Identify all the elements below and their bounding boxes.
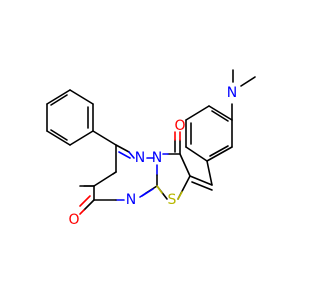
background	[0, 0, 300, 300]
carbon-bonds	[46, 69, 256, 201]
bond	[177, 191, 183, 200]
bond	[206, 160, 213, 186]
bond	[69, 89, 94, 105]
bond	[112, 171, 117, 175]
bond	[179, 153, 191, 177]
atom-label-o-thiazolone: O	[174, 118, 185, 134]
bond	[185, 146, 208, 162]
atom-label-n-triazine-lower: N	[126, 192, 136, 208]
atom-label-n-triazine-upper: N	[135, 150, 145, 166]
molecule-drawing: N N N N O O S	[0, 0, 300, 300]
bond	[240, 76, 256, 87]
atom-label-n-dimethylamino: N	[227, 85, 237, 101]
atom-labels: N N N N O O S	[68, 85, 237, 228]
aromatic-inner-bond	[50, 129, 68, 141]
aromatic-inner-bond	[209, 145, 229, 157]
bond	[185, 105, 210, 121]
bond	[79, 209, 85, 215]
bond	[92, 130, 117, 146]
atom-label-o-triazinone: O	[68, 212, 79, 228]
molecule-structure: N N N N O O S	[0, 0, 300, 300]
double-bond-inner	[191, 181, 213, 191]
bond	[115, 144, 130, 153]
double-bond-inner	[141, 188, 154, 197]
bond	[208, 105, 233, 121]
bond	[46, 89, 71, 105]
hetero-bonds	[79, 131, 183, 215]
bond	[206, 146, 233, 162]
bond	[189, 175, 213, 186]
atom-label-n-triazine-bridge: N	[152, 150, 162, 166]
bond	[83, 199, 95, 211]
double-bond-inner	[118, 151, 131, 159]
double-bond-inner	[79, 195, 91, 207]
bond	[46, 130, 71, 146]
bond	[156, 185, 163, 194]
bond	[69, 130, 94, 146]
atom-label-s-thiazole: S	[168, 192, 177, 208]
bond	[128, 151, 135, 159]
aromatic-inner-bond	[50, 94, 68, 106]
aromatic-inner-bond	[211, 110, 229, 122]
